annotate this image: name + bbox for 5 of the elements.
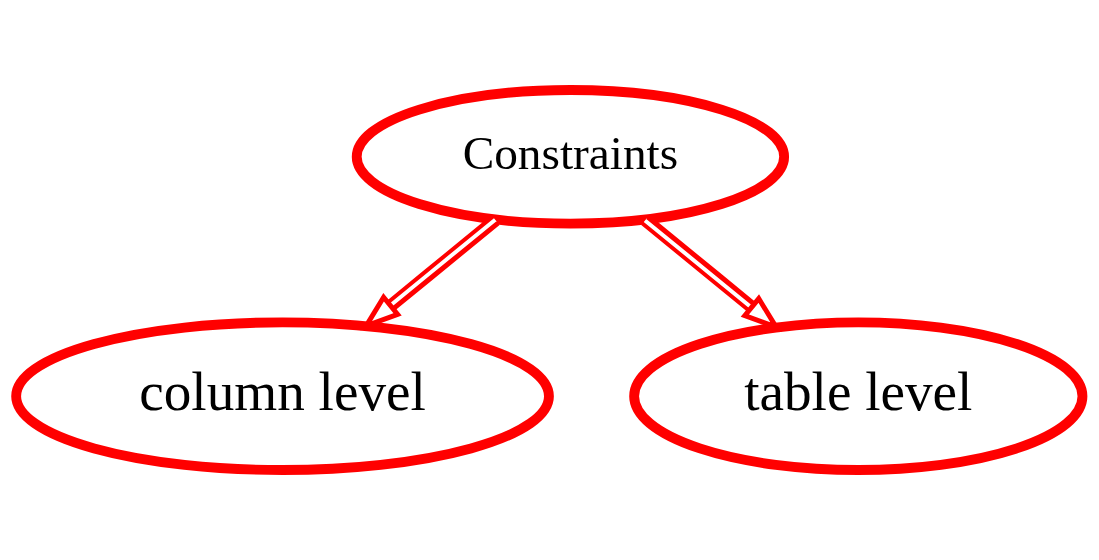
node-ellipse: column level bbox=[11, 317, 554, 475]
node-ellipse: Constraints bbox=[351, 85, 790, 229]
arrow bbox=[641, 215, 782, 332]
arrow bbox=[360, 215, 500, 331]
node-ellipse: table level bbox=[629, 317, 1088, 475]
